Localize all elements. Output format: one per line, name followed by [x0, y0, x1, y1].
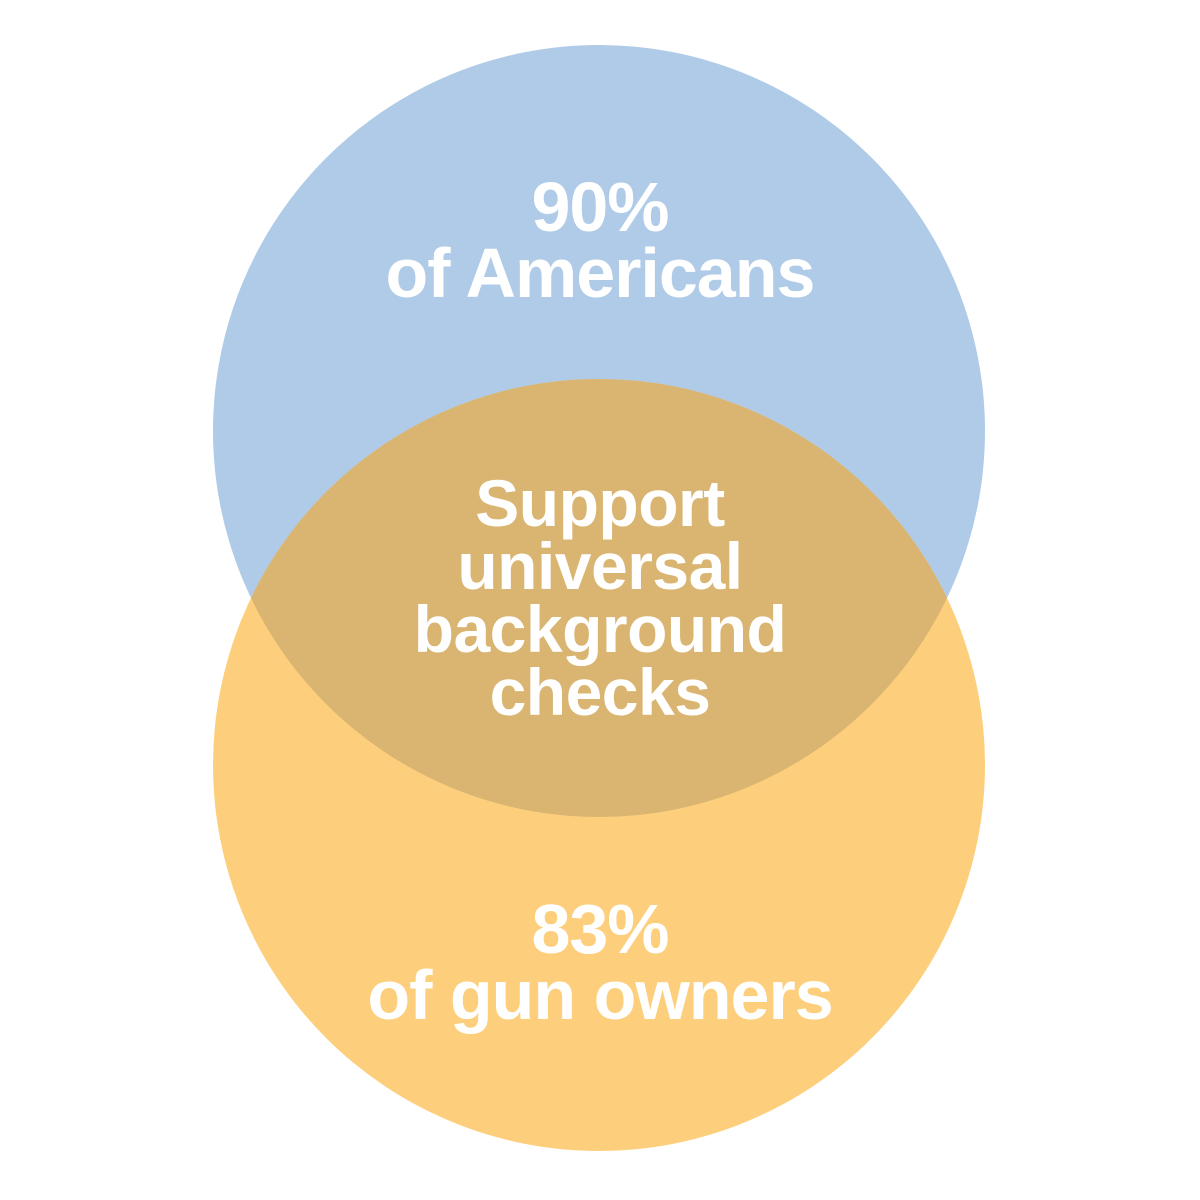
label-overlap: Support universal background checks [0, 466, 1200, 729]
overlap-line-4: checks [489, 655, 711, 729]
overlap-line-2: universal [457, 529, 743, 603]
overlap-line-3: background [413, 592, 787, 666]
label-gun-owners: 83% of gun owners [0, 890, 1200, 1034]
label-americans: 90% of Americans [0, 168, 1200, 312]
gun-owners-percent: 83% [531, 890, 669, 968]
overlap-region [213, 379, 985, 817]
overlap-line-1: Support [475, 466, 725, 540]
americans-group: of Americans [385, 234, 816, 312]
gun-owners-group: of gun owners [367, 956, 833, 1034]
americans-percent: 90% [531, 168, 669, 246]
